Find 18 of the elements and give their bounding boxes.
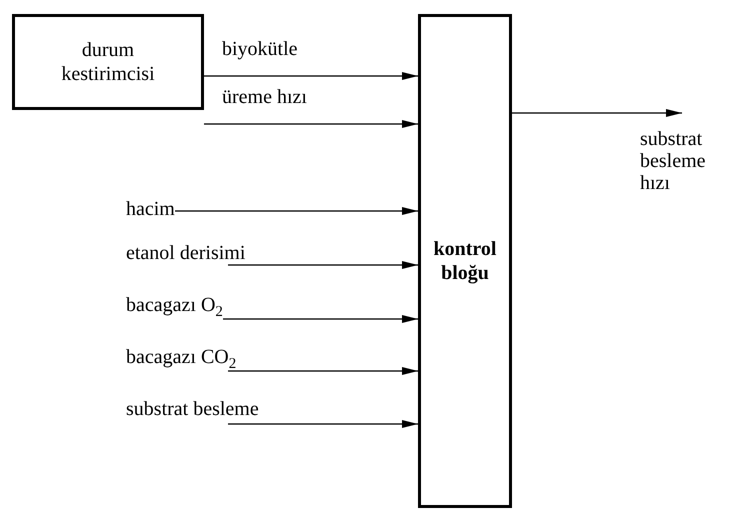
arrow <box>228 420 418 428</box>
input-label: hacim <box>126 198 175 220</box>
edge-label: biyokütle <box>222 38 298 60</box>
input-label: etanol derisimi <box>126 242 246 264</box>
arrow <box>204 72 418 80</box>
input-label: substrat besleme <box>126 398 259 420</box>
input-label: bacagazı O$_{2}$ <box>126 294 223 316</box>
process-box <box>12 14 204 110</box>
box-label: durum kestirimcisi <box>61 39 155 85</box>
arrow <box>228 367 418 375</box>
arrow <box>175 207 418 215</box>
arrow <box>204 120 418 128</box>
arrow <box>512 109 682 117</box>
arrow <box>228 261 418 269</box>
box-label: kontrol bloğu <box>434 238 496 284</box>
process-box <box>418 14 512 508</box>
arrow <box>223 315 418 323</box>
input-label: bacagazı CO$_{2}$ <box>126 346 236 368</box>
